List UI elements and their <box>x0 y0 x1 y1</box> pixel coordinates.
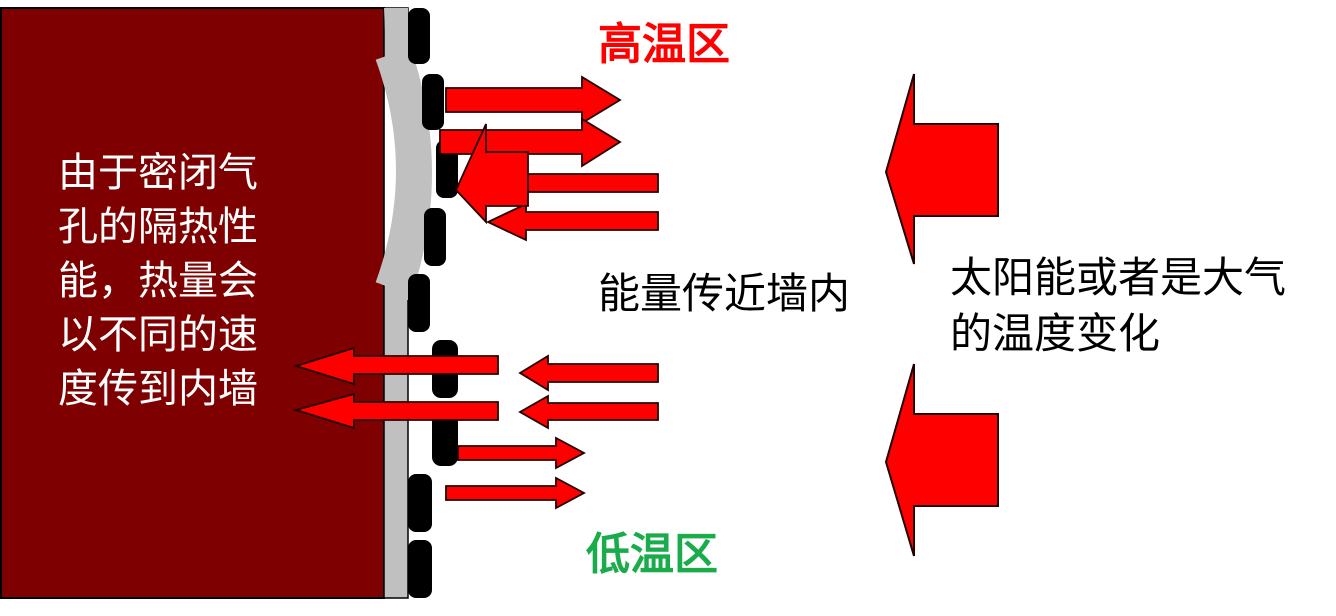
cold-zone-label: 低温区 <box>586 529 718 580</box>
inner-wall-caption: 由于密闭气孔的隔热性能，热量会以不同的速度传到内墙 <box>58 150 258 412</box>
source-arrows <box>884 73 999 557</box>
cold-zone-arrows <box>292 346 659 510</box>
energy-label: 能量传近墙内 <box>598 269 851 318</box>
inner-wall <box>0 7 385 599</box>
hot-zone-label: 高温区 <box>598 19 730 70</box>
hot-zone-arrows <box>439 75 659 242</box>
source-label: 太阳能或者是大气的温度变化 <box>950 253 1287 358</box>
